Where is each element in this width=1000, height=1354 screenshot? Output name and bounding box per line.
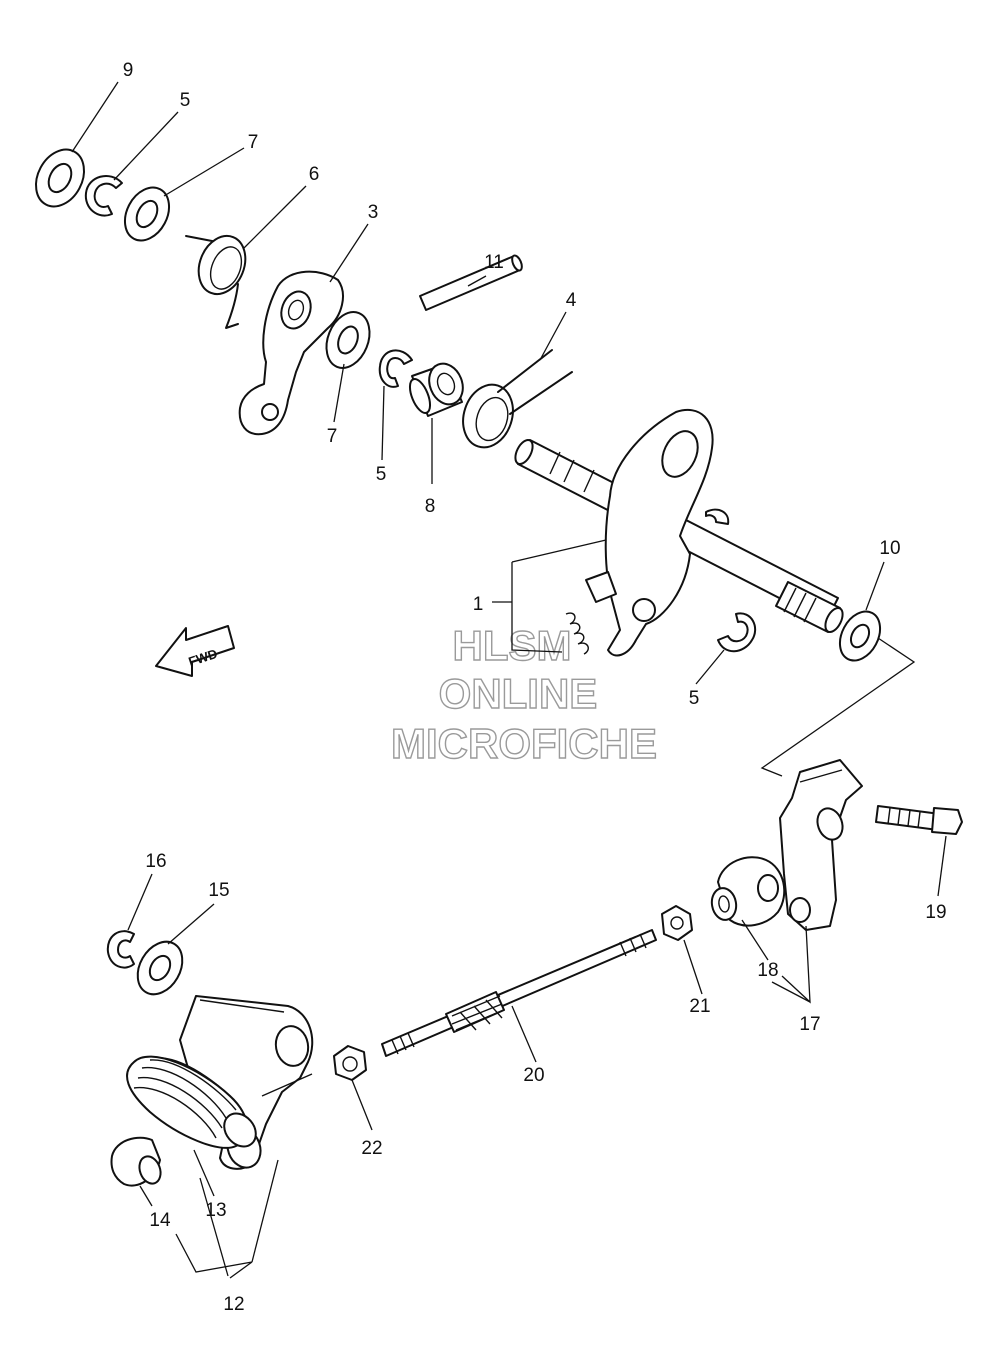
callout-13: 13 — [205, 1200, 226, 1221]
callout-labels: 9 5 7 6 3 11 4 7 5 8 10 1 5 16 15 19 18 … — [123, 60, 947, 1315]
part-16-circlip — [106, 930, 135, 969]
callout-14: 14 — [149, 1210, 171, 1231]
part-4-torsion-spring — [462, 349, 573, 449]
watermark-line-2: ONLINE — [439, 670, 598, 717]
callout-7-top: 7 — [248, 132, 259, 153]
part-10-washer — [838, 610, 882, 662]
callout-17: 17 — [799, 1014, 820, 1035]
callout-5-top: 5 — [180, 90, 191, 111]
part-5-circlip-top — [84, 174, 123, 217]
part-1-shift-shaft — [514, 409, 844, 657]
fwd-direction-arrow: FWD — [155, 625, 235, 677]
part-18-rod-joint — [710, 856, 786, 927]
callout-9: 9 — [123, 60, 134, 81]
part-17-shift-arm — [779, 759, 863, 931]
callout-5-right: 5 — [689, 688, 700, 709]
part-12-shift-pedal — [179, 995, 314, 1170]
part-13-pedal-rubber — [126, 1055, 257, 1149]
watermark-line-3: MICROFICHE — [391, 720, 657, 767]
part-5-circlip-middle — [378, 349, 413, 388]
part-20-shift-rod — [381, 929, 657, 1057]
callout-7-middle: 7 — [327, 426, 338, 447]
callout-5-middle: 5 — [376, 464, 387, 485]
part-14-end-cap — [110, 1136, 162, 1187]
callout-12: 12 — [223, 1294, 244, 1315]
callout-19: 19 — [925, 902, 946, 923]
part-3-pawl-plate — [238, 270, 344, 436]
part-8-collar — [408, 362, 464, 417]
part-9-washer — [35, 148, 85, 208]
callout-4: 4 — [566, 290, 577, 311]
watermark: HLSM ONLINE MICROFICHE — [390, 621, 657, 767]
callout-8: 8 — [425, 496, 436, 517]
part-11-pin — [419, 254, 523, 311]
callout-6: 6 — [309, 164, 320, 185]
part-19-bolt — [875, 805, 963, 835]
callout-16: 16 — [145, 851, 166, 872]
part-22-nut — [333, 1045, 367, 1081]
callout-11: 11 — [484, 252, 504, 273]
callout-1: 1 — [473, 594, 484, 615]
part-7-washer-top — [123, 186, 171, 242]
callout-3: 3 — [368, 202, 379, 223]
callout-10: 10 — [879, 538, 900, 559]
leader-lines — [71, 81, 947, 1279]
callout-21: 21 — [689, 996, 710, 1017]
part-6-torsion-spring — [185, 234, 247, 329]
part-15-washer — [136, 940, 184, 996]
callout-15: 15 — [208, 880, 229, 901]
callout-18: 18 — [757, 960, 778, 981]
part-5-circlip-right — [717, 612, 757, 653]
part-7-washer-middle — [325, 311, 371, 369]
callout-22: 22 — [361, 1138, 382, 1159]
part-21-nut — [661, 905, 693, 941]
callout-20: 20 — [523, 1065, 544, 1086]
